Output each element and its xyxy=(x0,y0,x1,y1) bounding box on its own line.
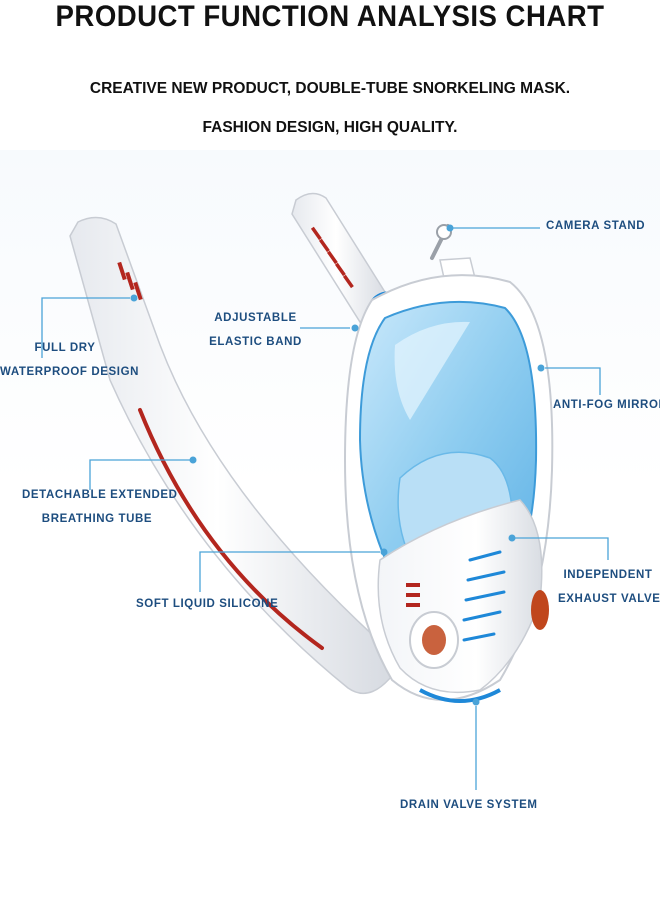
callout-adjustable-band: ADJUSTABLE ELASTIC BAND xyxy=(208,306,303,354)
callout-detachable-line2: BREATHING TUBE xyxy=(41,513,153,525)
mask-frame xyxy=(343,274,554,703)
snorkel-mask-illustration xyxy=(41,192,609,790)
callout-soft-silicone: SOFT LIQUID SILICONE xyxy=(136,598,279,610)
leader-lines xyxy=(41,224,609,790)
subtitle-line-1: CREATIVE NEW PRODUCT, DOUBLE-TUBE SNORKE… xyxy=(89,80,571,97)
callout-full-dry: FULL DRY WATERPROOF DESIGN xyxy=(0,336,140,384)
callout-full-dry-line2: WATERPROOF DESIGN xyxy=(0,366,140,378)
callout-exhaust-line2: EXHAUST VALVE xyxy=(558,593,660,605)
callout-drain-valve: DRAIN VALVE SYSTEM xyxy=(400,799,538,811)
callout-camera-stand: CAMERA STAND xyxy=(546,220,646,232)
callout-adjustable-line1: ADJUSTABLE xyxy=(214,312,297,324)
callout-detachable-line1: DETACHABLE EXTENDED xyxy=(22,489,178,501)
subtitle-line-2: FASHION DESIGN, HIGH QUALITY. xyxy=(202,119,458,136)
callout-exhaust-line1: INDEPENDENT xyxy=(563,569,653,581)
callout-detachable-tube: DETACHABLE EXTENDED BREATHING TUBE xyxy=(22,483,178,531)
page-title: PRODUCT FUNCTION ANALYSIS CHART xyxy=(55,0,605,33)
callout-exhaust-valve: INDEPENDENT EXHAUST VALVE xyxy=(558,563,660,611)
callout-adjustable-line2: ELASTIC BAND xyxy=(209,336,302,348)
product-diagram: CAMERA STAND ADJUSTABLE ELASTIC BAND FUL… xyxy=(0,150,660,900)
callout-anti-fog-mirror: ANTI-FOG MIRROR xyxy=(553,399,660,411)
header: PRODUCT FUNCTION ANALYSIS CHART CREATIVE… xyxy=(0,0,660,150)
callout-full-dry-line1: FULL DRY xyxy=(34,342,96,354)
